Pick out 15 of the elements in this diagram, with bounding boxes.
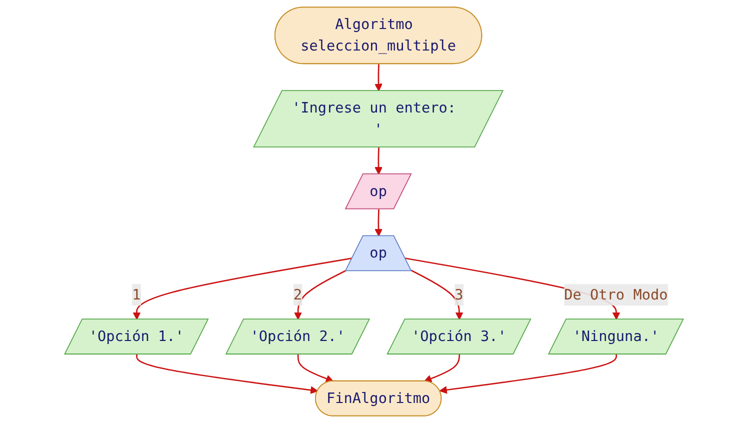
edge-label: De Otro Modo [564, 286, 668, 303]
arrow [410, 270, 464, 320]
edge-label: 3 [454, 286, 464, 303]
arrow [374, 64, 382, 92]
arrow [405, 258, 620, 320]
edge-label: 1 [132, 286, 141, 303]
arrow [439, 354, 618, 394]
arrow [374, 209, 382, 236]
arrow [132, 258, 353, 320]
arrow [424, 354, 460, 382]
edge-label: 2 [293, 286, 302, 303]
arrow [297, 354, 334, 382]
arrow [294, 270, 347, 320]
arrow [136, 354, 318, 394]
arrow [374, 147, 382, 175]
